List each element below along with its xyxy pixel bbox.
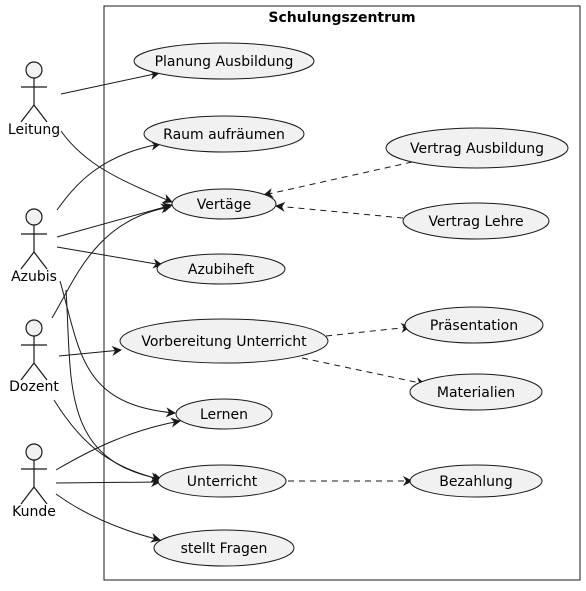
association-dozent-vertraege xyxy=(51,203,171,319)
use-case-label: Bezahlung xyxy=(439,474,513,490)
use-case-azubiheft[interactable]: Azubiheft xyxy=(156,253,286,285)
use-case-raum[interactable]: Raum aufräumen xyxy=(143,115,305,153)
use-case-label: Planung Ausbildung xyxy=(155,54,294,70)
use-case-ellipse xyxy=(404,306,544,344)
actor-body-icon xyxy=(20,460,48,505)
use-case-ellipse xyxy=(385,127,569,169)
system-title: Schulungszentrum xyxy=(268,10,415,26)
actor-body-icon xyxy=(20,336,48,381)
association-azubis-unterricht xyxy=(65,289,161,483)
use-case-ellipse xyxy=(153,529,295,567)
use-case-bezahlung[interactable]: Bezahlung xyxy=(409,464,543,498)
association-azubis-vertraege xyxy=(56,202,173,238)
use-case-lernen[interactable]: Lernen xyxy=(175,398,273,430)
association-leitung-vertraege xyxy=(60,130,173,204)
actor-body-icon xyxy=(20,225,48,270)
edges xyxy=(51,69,426,543)
use-case-ellipse xyxy=(119,318,329,364)
dependency-vorbereitung-materialien xyxy=(301,357,426,388)
actor-head-icon xyxy=(25,319,43,337)
actor-head-icon xyxy=(25,61,43,79)
system-boundary: Schulungszentrum xyxy=(103,5,581,581)
dependency-vorbereitung-praesentation xyxy=(325,322,411,337)
actor-label: Kunde xyxy=(12,504,56,520)
use-case-vorbereitung[interactable]: Vorbereitung Unterricht xyxy=(119,318,329,364)
use-case-vertrag_ausbildung[interactable]: Vertrag Ausbildung xyxy=(385,127,569,169)
use-case-ellipse xyxy=(156,253,286,285)
association-dozent-vorbereitung xyxy=(58,345,122,357)
use-case-ellipse xyxy=(171,188,277,220)
use-case-ellipse xyxy=(157,464,287,498)
use-case-fragen[interactable]: stellt Fragen xyxy=(153,529,295,567)
association-kunde-fragen xyxy=(55,493,161,543)
use-case-praesentation[interactable]: Präsentation xyxy=(404,306,544,344)
use-case-ellipse xyxy=(133,42,315,80)
use-case-ellipse xyxy=(402,202,550,240)
association-azubis-azubiheft xyxy=(56,246,163,269)
actor-kunde[interactable]: Kunde xyxy=(12,443,56,520)
association-azubis-raum xyxy=(56,140,161,211)
use-case-ellipse xyxy=(409,373,543,411)
use-case-unterricht[interactable]: Unterricht xyxy=(157,464,287,498)
use-case-vertrag_lehre[interactable]: Vertrag Lehre xyxy=(402,202,550,240)
dependency-vertrag_lehre-vertraege xyxy=(275,201,404,219)
actor-label: Dozent xyxy=(9,379,59,395)
actor-leitung[interactable]: Leitung xyxy=(8,61,60,138)
use-case-label: Vertrag Lehre xyxy=(428,214,523,230)
actor-dozent[interactable]: Dozent xyxy=(9,319,59,395)
actor-label: Leitung xyxy=(8,122,60,138)
use-case-ellipse xyxy=(175,398,273,430)
use-case-label: stellt Fragen xyxy=(181,541,268,557)
use-case-label: Azubiheft xyxy=(188,262,255,278)
use-case-label: Materialien xyxy=(437,385,515,401)
actor-label: Azubis xyxy=(11,269,57,285)
association-dozent-unterricht xyxy=(53,399,163,483)
use-case-label: Vorbereitung Unterricht xyxy=(141,334,307,350)
association-kunde-lernen xyxy=(55,417,181,471)
use-case-label: Raum aufräumen xyxy=(163,127,285,143)
actor-body-icon xyxy=(20,78,48,123)
association-kunde-unterricht xyxy=(55,477,161,488)
use-case-label: Lernen xyxy=(200,407,248,423)
actor-azubis[interactable]: Azubis xyxy=(11,208,57,285)
association-leitung-planung xyxy=(60,69,160,95)
use-case-label: Vertäge xyxy=(197,197,251,213)
dependency-vertrag_ausbildung-vertraege xyxy=(263,161,413,198)
use-case-materialien[interactable]: Materialien xyxy=(409,373,543,411)
use-case-ellipse xyxy=(143,115,305,153)
use-case-vertraege[interactable]: Vertäge xyxy=(171,188,277,220)
use-case-label: Unterricht xyxy=(187,474,258,490)
use-case-planung[interactable]: Planung Ausbildung xyxy=(133,42,315,80)
actor-head-icon xyxy=(25,208,43,226)
use-case-label: Präsentation xyxy=(430,318,518,334)
actor-head-icon xyxy=(25,443,43,461)
use-case-ellipse xyxy=(409,464,543,498)
use-case-label: Vertrag Ausbildung xyxy=(410,141,544,157)
